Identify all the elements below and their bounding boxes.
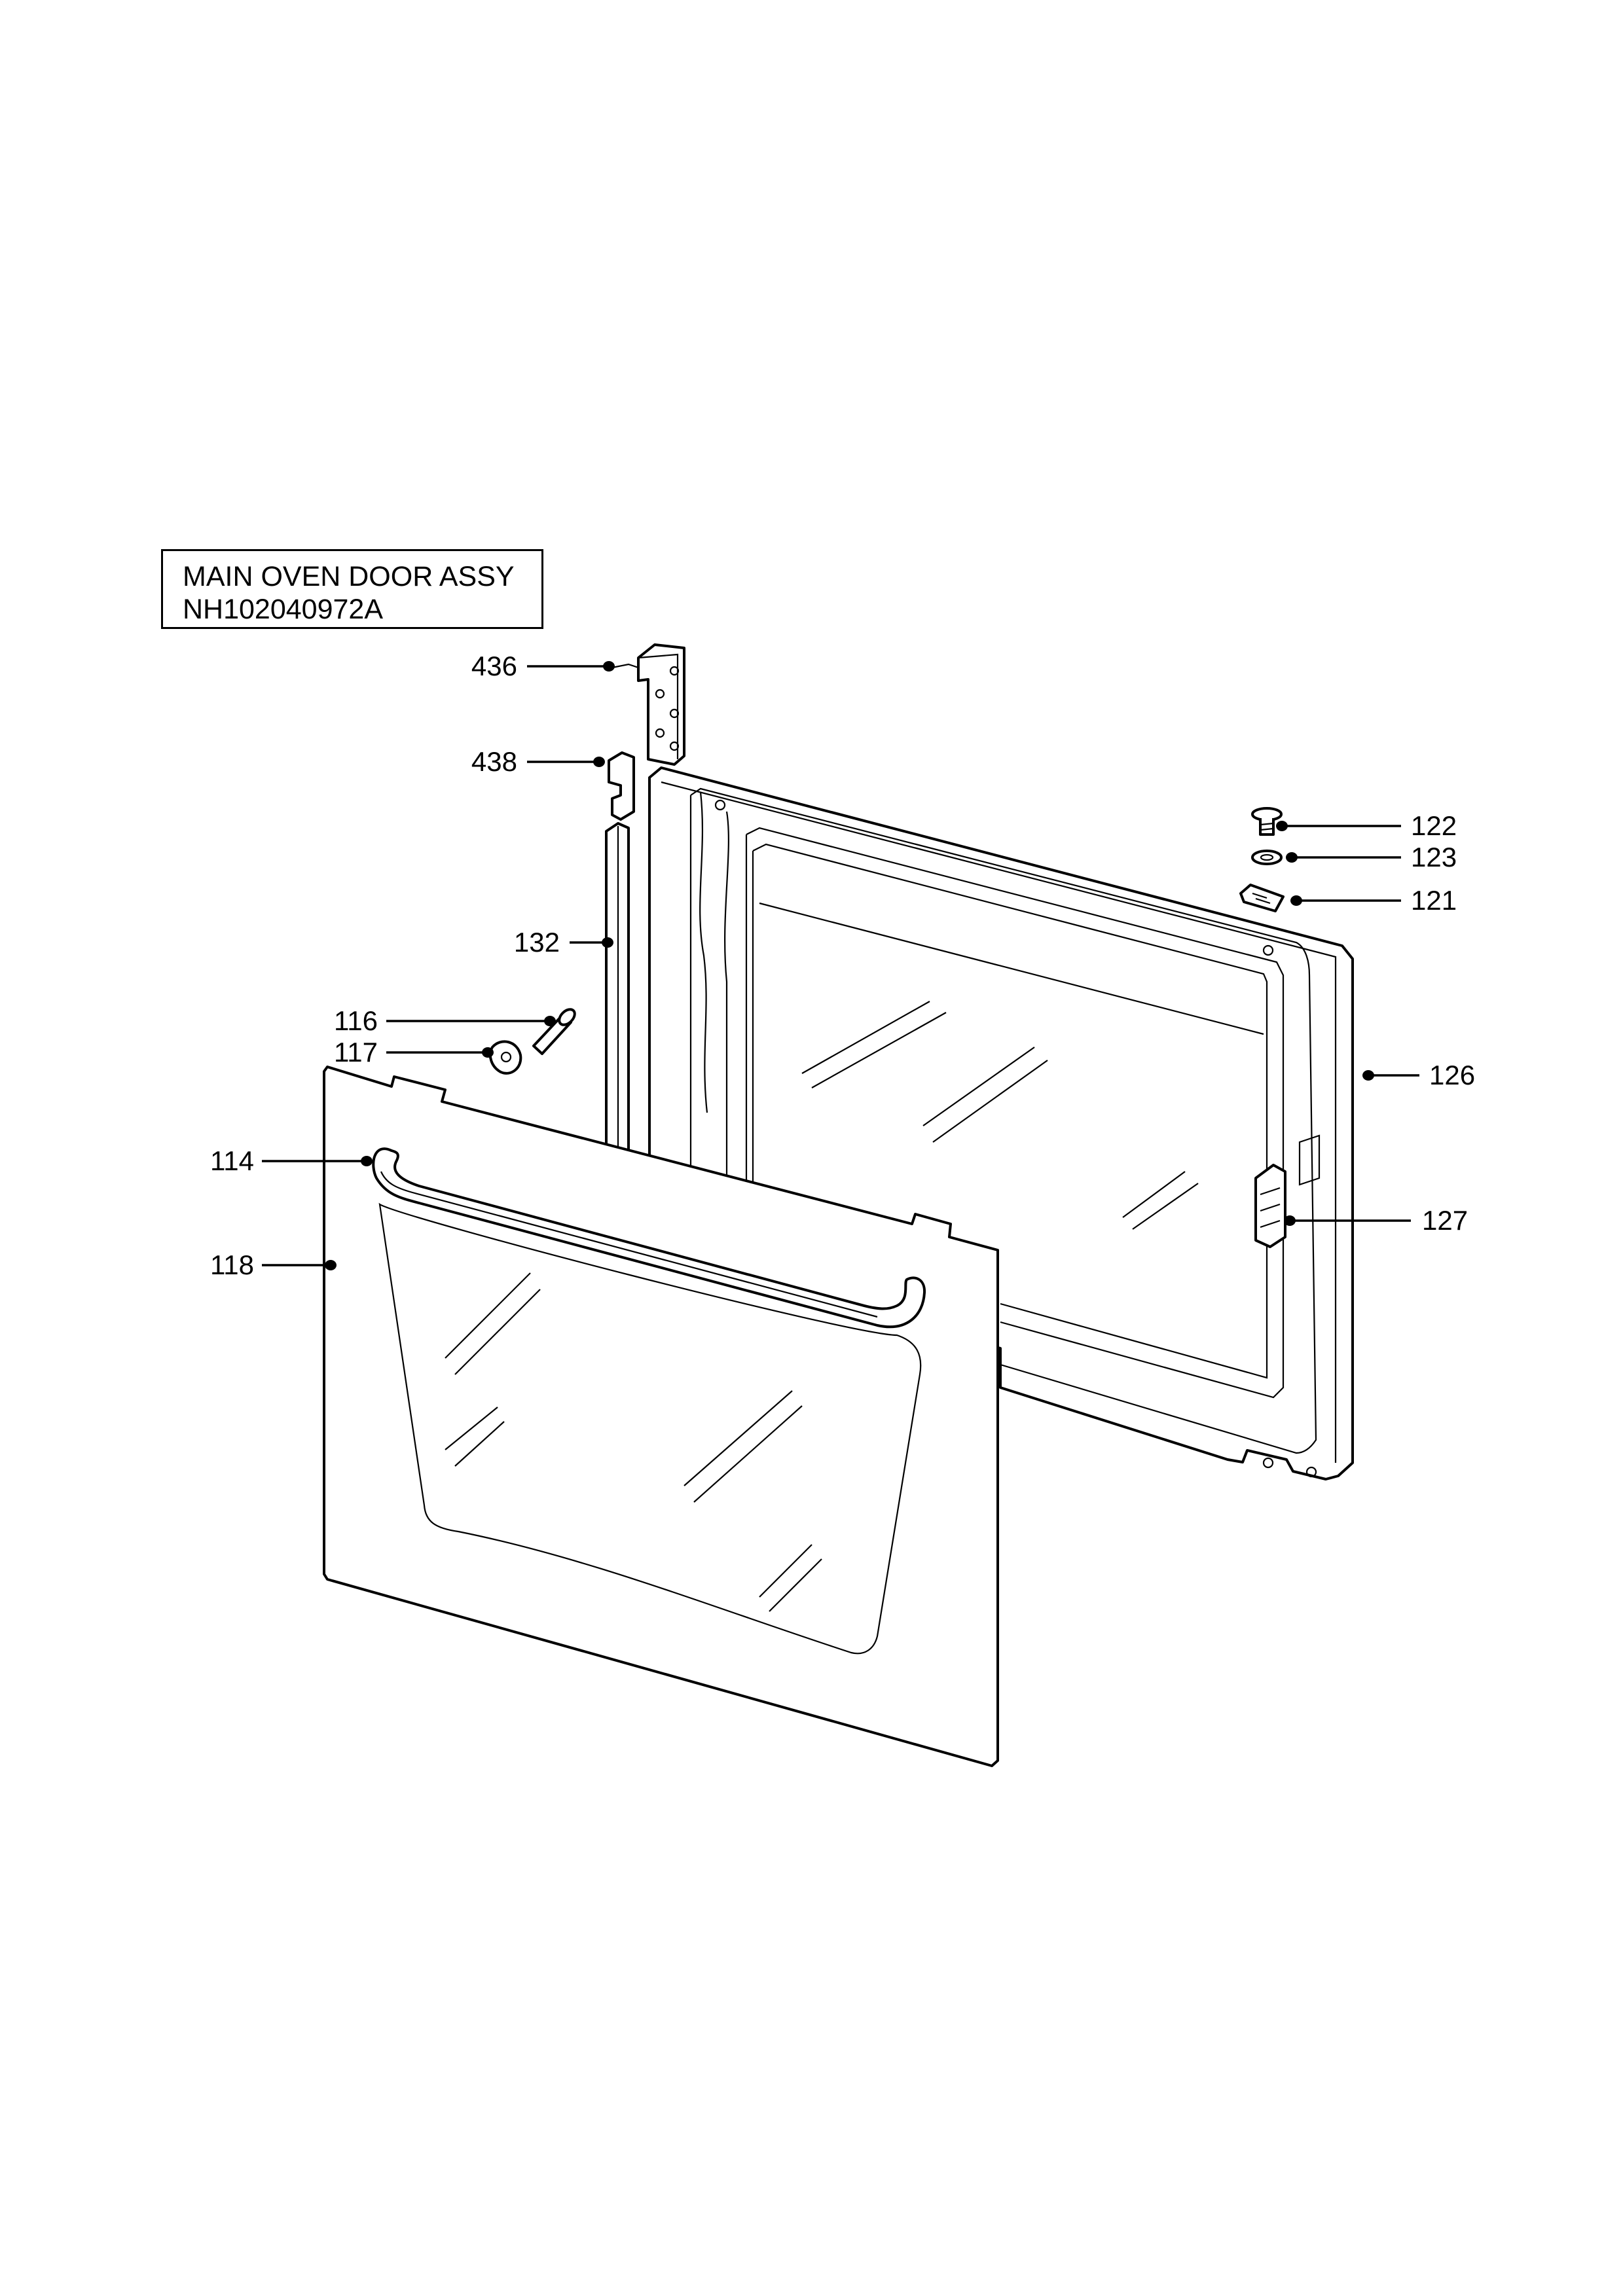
door-catch-part: [1254, 1164, 1286, 1248]
callout-132: 132: [514, 927, 613, 958]
assembly-name: MAIN OVEN DOOR ASSY: [183, 561, 515, 592]
callout-122: 122: [1276, 810, 1457, 841]
assembly-part-number: NH102040972A: [183, 594, 384, 625]
callout-436: 436: [471, 651, 615, 681]
callout-label-118: 118: [210, 1249, 254, 1280]
handle-screw-part: [532, 1008, 576, 1055]
callout-label-436: 436: [471, 651, 517, 681]
callout-label-132: 132: [514, 927, 560, 958]
hinge-bracket-part: [608, 751, 635, 821]
callout-123: 123: [1286, 842, 1457, 872]
callout-label-116: 116: [334, 1005, 378, 1036]
callout-126: 126: [1362, 1060, 1475, 1090]
callout-114: 114: [210, 1145, 373, 1176]
clip-part: [1239, 884, 1285, 912]
outer-door-panel-part: [323, 1066, 999, 1767]
callout-121: 121: [1290, 885, 1457, 916]
screw-part: [1251, 807, 1283, 836]
assembly-title-box: MAIN OVEN DOOR ASSY NH102040972A: [161, 549, 543, 629]
callout-117: 117: [334, 1037, 494, 1067]
door-hinge-part: [611, 643, 685, 766]
callout-label-123: 123: [1411, 842, 1457, 872]
callout-label-121: 121: [1411, 885, 1457, 916]
inner-door-frame-part: [648, 766, 1354, 1480]
callout-116: 116: [334, 1005, 556, 1036]
callout-label-114: 114: [210, 1145, 254, 1176]
callout-438: 438: [471, 746, 605, 777]
washer-part: [1251, 850, 1283, 865]
callout-label-127: 127: [1422, 1205, 1468, 1236]
callout-label-117: 117: [334, 1037, 378, 1067]
callout-label-438: 438: [471, 746, 517, 777]
callout-118: 118: [210, 1249, 337, 1280]
door-handle-part: [372, 1147, 926, 1329]
callout-label-122: 122: [1411, 810, 1457, 841]
callout-127: 127: [1284, 1205, 1468, 1236]
callout-label-126: 126: [1429, 1060, 1475, 1090]
door-side-trim-part: [605, 822, 630, 1170]
handle-spacer-part: [488, 1040, 522, 1075]
